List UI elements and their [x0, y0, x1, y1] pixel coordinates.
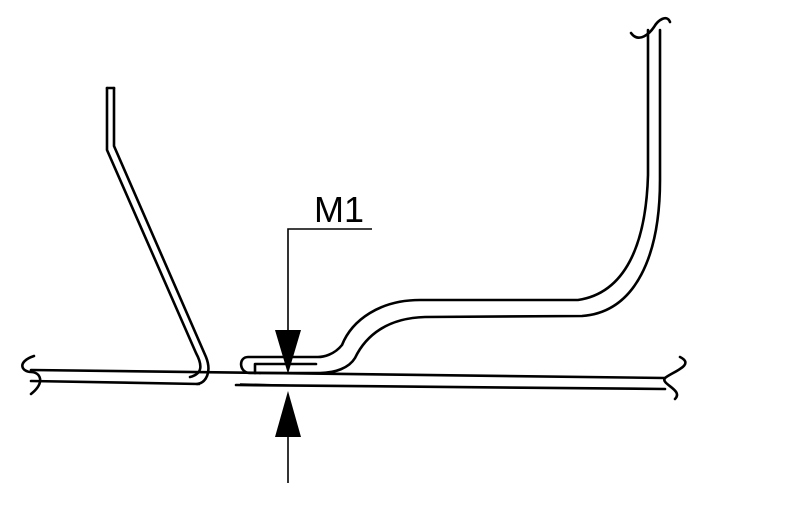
dimension-label: M1 — [314, 189, 364, 230]
left-break-mark — [21, 354, 42, 396]
dimension-arrow-bottom — [275, 391, 301, 437]
top-break-mark — [629, 16, 672, 39]
right-break-mark — [663, 355, 687, 401]
dimension-extension-line — [239, 383, 319, 387]
dimension-m1: M1 — [239, 189, 372, 483]
base-panel — [21, 354, 687, 401]
dimension-arrow-top — [275, 330, 301, 374]
left-inclined-panel — [105, 86, 210, 386]
dimension-leader — [287, 228, 372, 345]
right-formed-panel — [239, 16, 672, 375]
